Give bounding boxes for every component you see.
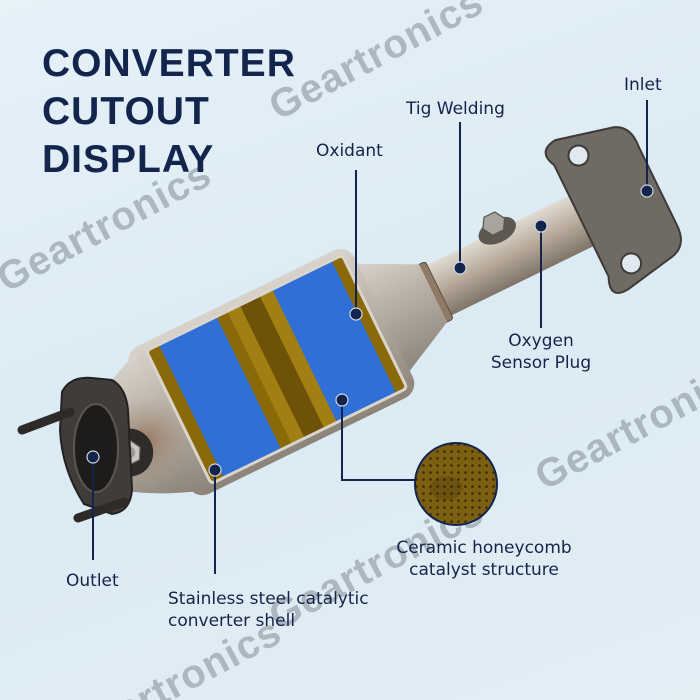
label-line: converter shell [168, 611, 296, 631]
label-stainless-shell: Stainless steel catalytic converter shel… [168, 588, 369, 632]
label-inlet: Inlet [624, 75, 662, 95]
label-ceramic-honeycomb: Ceramic honeycomb catalyst structure [384, 537, 584, 581]
page-title: CONVERTER CUTOUT DISPLAY [42, 40, 296, 184]
label-tig-welding: Tig Welding [406, 99, 505, 119]
callout-dots [86, 184, 654, 477]
label-outlet: Outlet [66, 571, 119, 591]
substrate-front [158, 316, 282, 478]
substrate-rear [272, 260, 397, 423]
label-line: catalyst structure [409, 560, 559, 580]
label-line: Sensor Plug [490, 353, 592, 373]
label-line: Ceramic honeycomb [396, 538, 572, 558]
honeycomb-detail [414, 442, 498, 526]
label-oxygen-sensor-plug: Oxygen Sensor Plug [486, 330, 596, 374]
callout-lines [92, 100, 648, 574]
inlet-pipe [419, 185, 618, 318]
label-line: Oxygen [508, 331, 574, 351]
title-line: CONVERTER [42, 42, 296, 85]
title-line: CUTOUT [42, 90, 210, 133]
title-line: DISPLAY [42, 138, 215, 181]
outlet-flange [17, 376, 134, 523]
label-oxidant: Oxidant [316, 141, 383, 161]
label-line: Stainless steel catalytic [168, 589, 369, 609]
cutout-section [146, 255, 408, 484]
